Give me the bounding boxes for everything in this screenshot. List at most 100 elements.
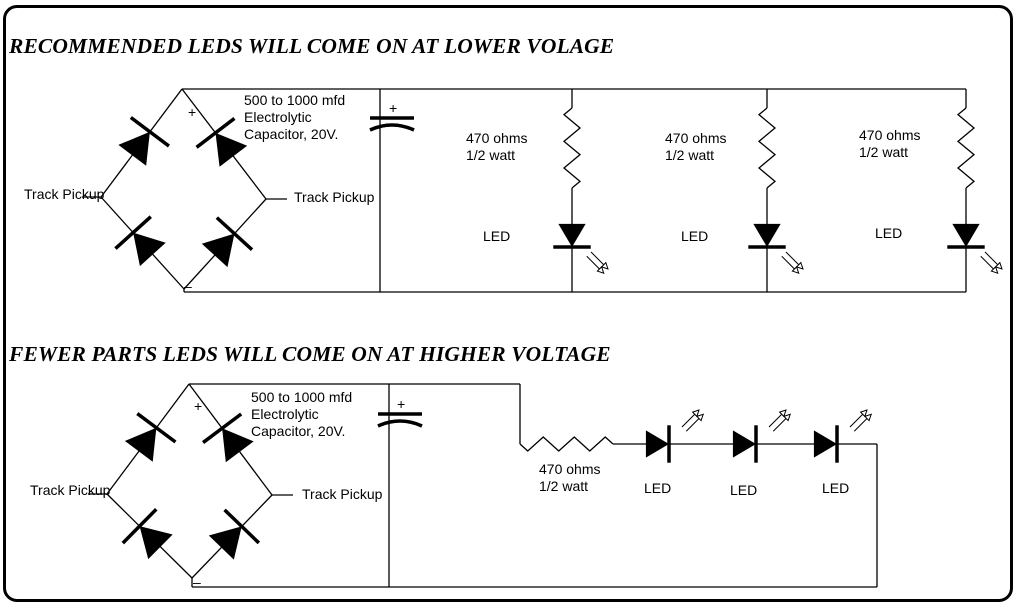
diode-bar [136, 412, 177, 444]
bridge-rectifier [106, 383, 273, 579]
bridge-diode-icon [195, 117, 248, 167]
diode-triangle [133, 232, 166, 267]
diode-bar [215, 216, 254, 251]
diode-triangle [139, 526, 173, 560]
resistor-label: 470 ohms 1/2 watt [466, 130, 528, 163]
arrow-head [691, 409, 700, 418]
diode-triangle [222, 428, 254, 463]
led-icon [553, 223, 591, 249]
arrow-head [600, 261, 609, 270]
arrow-shaft [768, 413, 783, 428]
capacitor-plate-curved [369, 123, 415, 132]
arrow-shaft [685, 418, 700, 432]
arrow-head [994, 261, 1003, 270]
resistor-icon [519, 436, 614, 452]
led-label: LED [681, 228, 709, 244]
arrow-shaft [849, 413, 864, 428]
diode-triangle [732, 430, 756, 458]
resistor-icon [562, 107, 582, 189]
resistor-label: 470 ohms 1/2 watt [859, 127, 921, 160]
light-arrows-icon [781, 251, 804, 275]
light-arrows-icon [586, 251, 609, 275]
diode-triangle [645, 430, 669, 458]
diode-triangle [813, 430, 837, 458]
arrow-head [791, 265, 800, 275]
arrow-head [695, 413, 705, 422]
diode-triangle [208, 526, 242, 560]
bridge-diode-icon [202, 412, 254, 463]
track-pickup-label-right: Track Pickup [302, 486, 383, 502]
diagram-2-title: FEWER PARTS LEDS WILL COME ON AT HIGHER … [9, 342, 611, 366]
arrow-shaft [681, 413, 696, 428]
diode-triangle [558, 223, 586, 247]
arrow-head [859, 409, 868, 418]
capacitor-label: 500 to 1000 mfd Electrolytic Capacitor, … [244, 92, 346, 142]
led-icon [748, 223, 786, 249]
arrow-head [782, 413, 792, 422]
diode-triangle [124, 427, 157, 462]
bridge-diode-icon [124, 412, 177, 462]
bridge-diode-icon [118, 116, 170, 166]
bridge-diode-icon [121, 508, 173, 560]
arrow-shaft [785, 251, 800, 266]
resistor-icon [757, 107, 777, 189]
capacitor-plate-curved [377, 419, 423, 428]
arrow-shaft [984, 251, 999, 266]
resistor-label: 470 ohms 1/2 watt [539, 461, 601, 494]
resistor-icon [956, 107, 976, 189]
arrow-head [863, 413, 873, 422]
bridge-negative-label: – [193, 574, 201, 590]
resistor-label: 470 ohms 1/2 watt [665, 130, 727, 163]
arrow-head [596, 265, 605, 275]
diode-triangle [118, 131, 150, 166]
light-arrows-icon [849, 409, 873, 432]
arrow-head [778, 409, 787, 418]
capacitor-icon [369, 116, 415, 132]
arrow-shaft [781, 255, 795, 270]
arrow-shaft [586, 255, 600, 270]
track-pickup-label-left: Track Pickup [24, 186, 105, 202]
diode-triangle [952, 223, 980, 247]
capacitor-icon [377, 412, 423, 428]
diagram-1-title: RECOMMENDED LEDS WILL COME ON AT LOWER V… [9, 34, 615, 58]
arrow-head [990, 265, 999, 275]
diode-bar [121, 508, 158, 545]
arrow-shaft [590, 251, 605, 266]
led-label: LED [875, 225, 903, 241]
light-arrows-icon [980, 251, 1003, 275]
led-label: LED [483, 228, 511, 244]
diagram-2-schematic [88, 383, 878, 588]
light-arrows-icon [768, 409, 792, 432]
arrow-shaft [980, 255, 994, 270]
diode-triangle [753, 223, 781, 247]
diode-bar [202, 412, 243, 444]
led-icon [813, 425, 839, 463]
diode-bar [114, 215, 152, 250]
bridge-diode-icon [114, 215, 166, 267]
led-icon [732, 425, 758, 463]
bridge-positive-label: + [194, 398, 203, 414]
capacitor-label: 500 to 1000 mfd Electrolytic Capacitor, … [251, 389, 353, 439]
arrow-shaft [853, 418, 868, 432]
diode-bar [223, 508, 261, 545]
track-pickup-label-right: Track Pickup [294, 189, 375, 205]
diode-triangle [215, 132, 248, 167]
led-label: LED [644, 480, 672, 496]
capacitor-polarity-label: + [397, 396, 406, 412]
bridge-diode-icon [201, 216, 254, 268]
led-icon [645, 425, 671, 463]
light-arrows-icon [681, 409, 705, 432]
led-label: LED [822, 480, 850, 496]
bridge-positive-label: + [188, 104, 197, 120]
capacitor-polarity-label: + [389, 100, 398, 116]
arrow-head [795, 261, 804, 270]
diagram-frame [3, 5, 1013, 602]
bridge-negative-label: – [184, 278, 192, 294]
bridge-rectifier [100, 88, 267, 290]
diode-triangle [201, 233, 235, 268]
led-label: LED [730, 482, 758, 498]
bridge-diode-icon [208, 508, 261, 560]
arrow-shaft [772, 418, 787, 432]
track-pickup-label-left: Track Pickup [30, 482, 111, 498]
